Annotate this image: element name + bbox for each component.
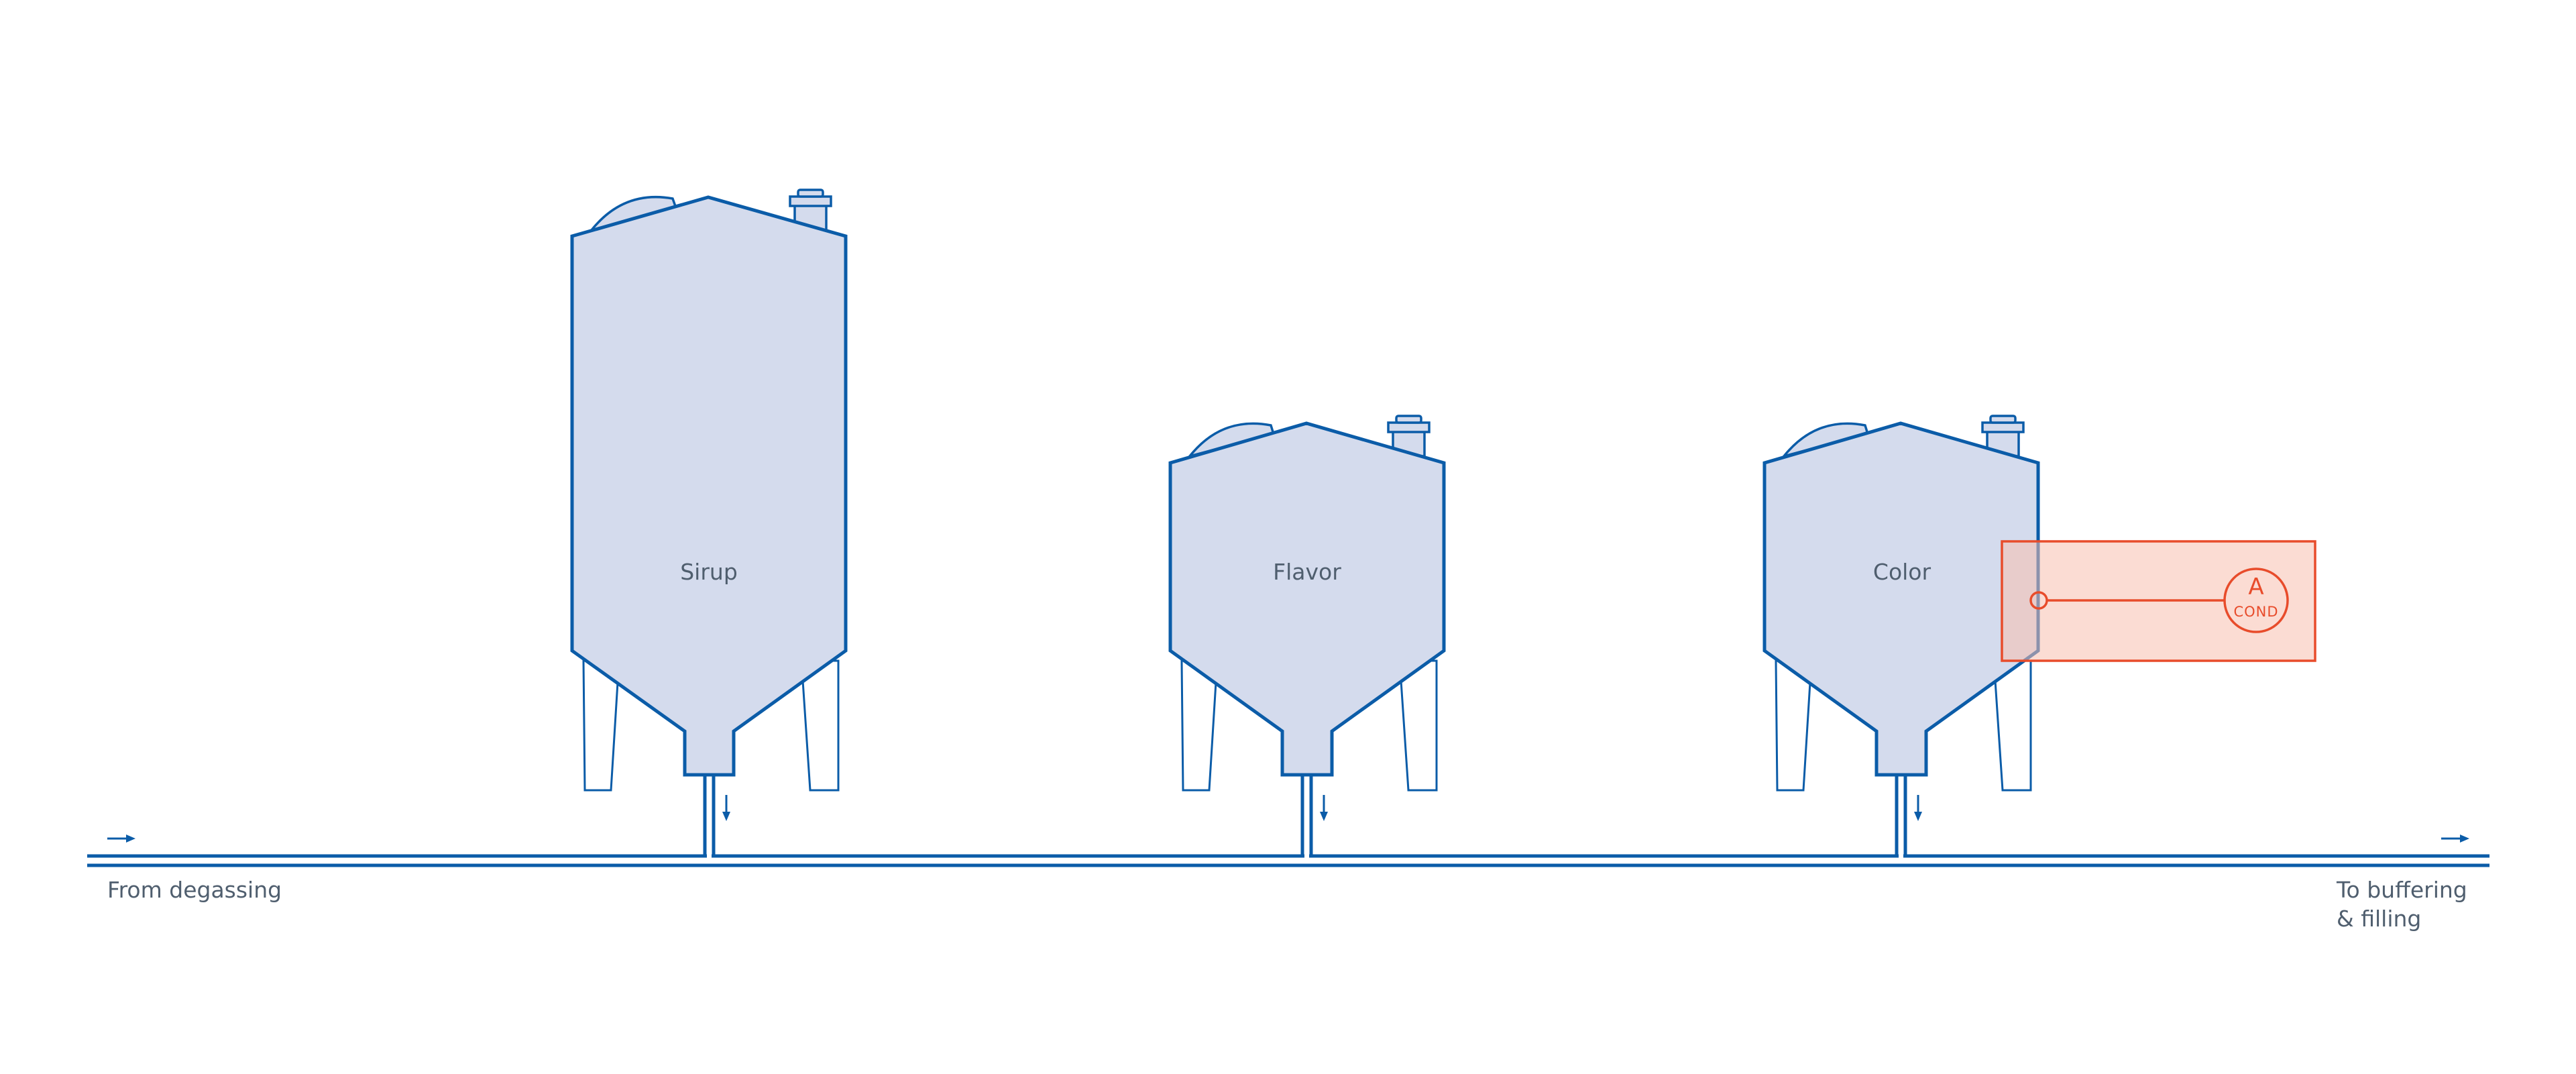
- tank-sirup: Sirup: [570, 189, 848, 861]
- tank-body: [1762, 421, 2040, 777]
- inlet-label: From degassing: [107, 877, 282, 903]
- tank-body: [1168, 421, 1446, 777]
- manhole-lid: [1186, 422, 1276, 459]
- manhole-lid: [1781, 422, 1870, 459]
- vent-nozzle: [1981, 415, 2025, 458]
- analyzer-letter: A: [2248, 574, 2263, 600]
- tank-color: Color: [1762, 415, 2040, 861]
- outlet-pipe: [1300, 773, 1313, 861]
- tank-label: Color: [1873, 559, 1931, 585]
- flow-arrow-right-icon: [2441, 835, 2469, 843]
- analyzer-code: COND: [2233, 604, 2278, 620]
- outlet-label-line1: To buffering: [2336, 877, 2467, 903]
- outlet-pipe: [1895, 773, 1907, 861]
- tank-flavor: Flavor: [1168, 415, 1446, 861]
- main-pipe: [87, 854, 2489, 867]
- flow-arrow-down-icon: [722, 795, 730, 821]
- outlet-pipe: [703, 773, 716, 861]
- analyzer-circle-icon: [2223, 568, 2289, 633]
- tank-label: Sirup: [680, 559, 738, 585]
- tank-body: [570, 195, 848, 777]
- tank-label: Flavor: [1273, 559, 1341, 585]
- flow-arrow-down-icon: [1320, 795, 1328, 821]
- conductivity-sensor: A COND: [2001, 540, 2316, 662]
- flow-arrow-right-icon: [107, 835, 135, 843]
- outlet-label-line2: & filling: [2337, 906, 2421, 932]
- flow-arrow-down-icon: [1914, 795, 1922, 821]
- manhole-lid: [588, 195, 678, 233]
